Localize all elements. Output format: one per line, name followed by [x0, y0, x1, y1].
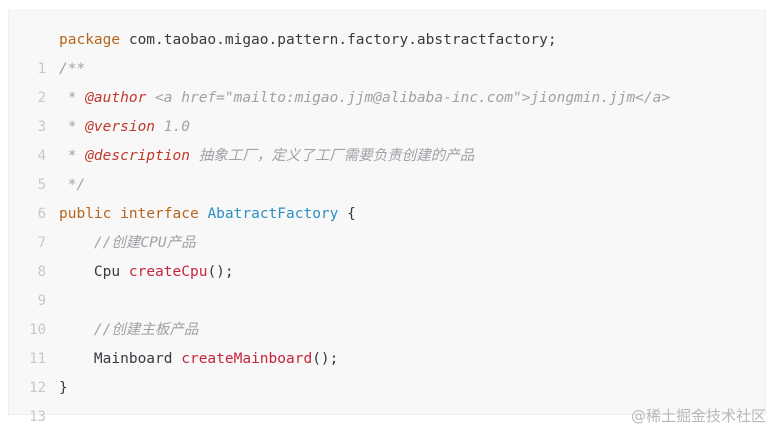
- code-line: 8 //创建CPU产品: [9, 229, 765, 280]
- open-brace: {: [338, 206, 356, 222]
- package-name: com.taobao.migao.pattern.factory.abstrac…: [120, 32, 557, 48]
- comment-create-cpu: //创建CPU产品: [93, 235, 196, 251]
- code-line: 2 /**: [9, 55, 765, 106]
- line-content: */: [59, 171, 85, 200]
- line-number: 5: [37, 177, 46, 193]
- return-type: Mainboard: [93, 351, 173, 367]
- indent: [59, 235, 94, 251]
- line-number: 1: [37, 61, 46, 77]
- code-line: 11 //创建主板产品: [9, 316, 765, 367]
- line-content: Mainboard createMainboard();: [59, 345, 338, 374]
- code-line: 6 */: [9, 171, 765, 222]
- line-number: 12: [29, 380, 46, 396]
- code-line: 10: [9, 287, 765, 338]
- comment-create-mainboard: //创建主板产品: [93, 322, 199, 338]
- author-value: <a href="mailto:migao.jjm@alibaba-inc.co…: [146, 90, 671, 106]
- line-content: * @description 抽象工厂，定义了工厂需要负责创建的产品: [59, 142, 474, 171]
- line-number: 10: [29, 322, 46, 338]
- line-number: 7: [37, 235, 46, 251]
- javadoc-close: */: [59, 177, 86, 193]
- line-number: 4: [37, 148, 46, 164]
- javadoc-open: /**: [59, 61, 86, 77]
- indent: [59, 264, 94, 280]
- line-number: 2: [37, 90, 46, 106]
- description-tag: @description: [85, 148, 190, 164]
- line-content: * @author <a href="mailto:migao.jjm@alib…: [59, 84, 670, 113]
- version-tag: @version: [85, 119, 156, 135]
- line-content: /**: [59, 55, 85, 84]
- line-content: //创建主板产品: [59, 316, 198, 345]
- code-line: 13 }: [9, 374, 765, 425]
- code-line: 1 package com.taobao.migao.pattern.facto…: [9, 26, 765, 77]
- line-content: public interface AbatractFactory {: [59, 200, 356, 229]
- line-number: 3: [37, 119, 46, 135]
- version-value: 1.0: [155, 119, 190, 135]
- code-line: 5 * @description 抽象工厂，定义了工厂需要负责创建的产品: [9, 142, 765, 193]
- line-number: 6: [37, 206, 46, 222]
- interface-name: AbatractFactory: [207, 206, 339, 222]
- line-content: }: [59, 380, 68, 396]
- code-line: 3 * @author <a href="mailto:migao.jjm@al…: [9, 84, 765, 135]
- keyword-interface: interface: [120, 206, 199, 222]
- watermark: @稀土掘金技术社区: [630, 407, 766, 425]
- code-line: 9 Cpu createCpu();: [9, 258, 765, 309]
- method-params: ();: [312, 351, 339, 367]
- method-params: ();: [207, 264, 234, 280]
- code-line: 7 public interface AbatractFactory {: [9, 200, 765, 251]
- description-value: 抽象工厂，定义了工厂需要负责创建的产品: [189, 148, 475, 164]
- author-tag: @author: [85, 90, 147, 106]
- comment-prefix: *: [59, 148, 86, 164]
- method-create-cpu: createCpu: [128, 264, 208, 280]
- code-line: 12 Mainboard createMainboard();: [9, 345, 765, 396]
- line-content: //创建CPU产品: [59, 229, 196, 258]
- line-number: 11: [29, 351, 46, 367]
- return-type: Cpu: [93, 264, 121, 280]
- code-line: 4 * @version 1.0: [9, 113, 765, 164]
- comment-prefix: *: [59, 90, 86, 106]
- code-block[interactable]: 1 package com.taobao.migao.pattern.facto…: [8, 10, 766, 425]
- line-content: Cpu createCpu();: [59, 258, 234, 287]
- line-number: 8: [37, 264, 46, 280]
- keyword-public: public: [59, 206, 112, 222]
- method-create-mainboard: createMainboard: [181, 351, 313, 367]
- line-number: 9: [37, 293, 46, 309]
- comment-prefix: *: [59, 119, 86, 135]
- keyword-package: package: [59, 32, 121, 48]
- line-number: 13: [29, 409, 46, 425]
- line-content: package com.taobao.migao.pattern.factory…: [59, 26, 557, 55]
- indent: [59, 322, 94, 338]
- indent: [59, 351, 94, 367]
- line-content: * @version 1.0: [59, 113, 190, 142]
